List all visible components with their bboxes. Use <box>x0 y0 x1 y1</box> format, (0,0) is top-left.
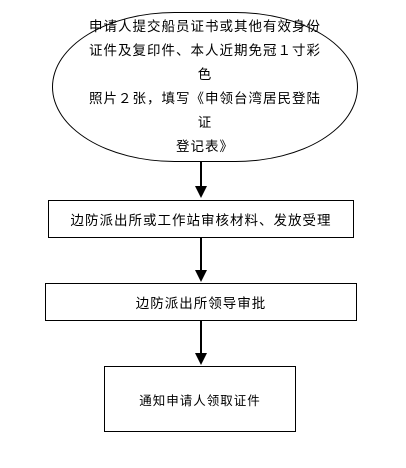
step-submit-line-2: 证件及复印件、本人近期免冠１寸彩色 <box>89 43 321 83</box>
step-submit-line-1: 申请人提交船员证书或其他有效身份 <box>89 19 321 35</box>
step-notify-label: 通知申请人领取证件 <box>139 392 261 408</box>
step-approval-label: 边防派出所领导审批 <box>135 296 267 312</box>
step-submit-documents: 申请人提交船员证书或其他有效身份 证件及复印件、本人近期免冠１寸彩色 照片２张，… <box>52 12 358 162</box>
step-leader-approval: 边防派出所领导审批 <box>45 283 357 321</box>
arrow-approval-to-notify <box>195 321 207 365</box>
arrow-oval-to-review <box>195 162 207 198</box>
step-submit-documents-text: 申请人提交船员证书或其他有效身份 证件及复印件、本人近期免冠１寸彩色 照片２张，… <box>83 15 327 159</box>
step-submit-line-4: 登记表》 <box>176 139 234 155</box>
arrow-review-to-approval <box>195 238 207 282</box>
step-review-label: 边防派出所或工作站审核材料、发放受理 <box>70 213 332 229</box>
step-review-and-accept: 边防派出所或工作站审核材料、发放受理 <box>48 200 354 238</box>
step-notify-pickup: 通知申请人领取证件 <box>104 366 296 432</box>
step-submit-line-3: 照片２张，填写《申领台湾居民登陆证 <box>89 91 321 131</box>
